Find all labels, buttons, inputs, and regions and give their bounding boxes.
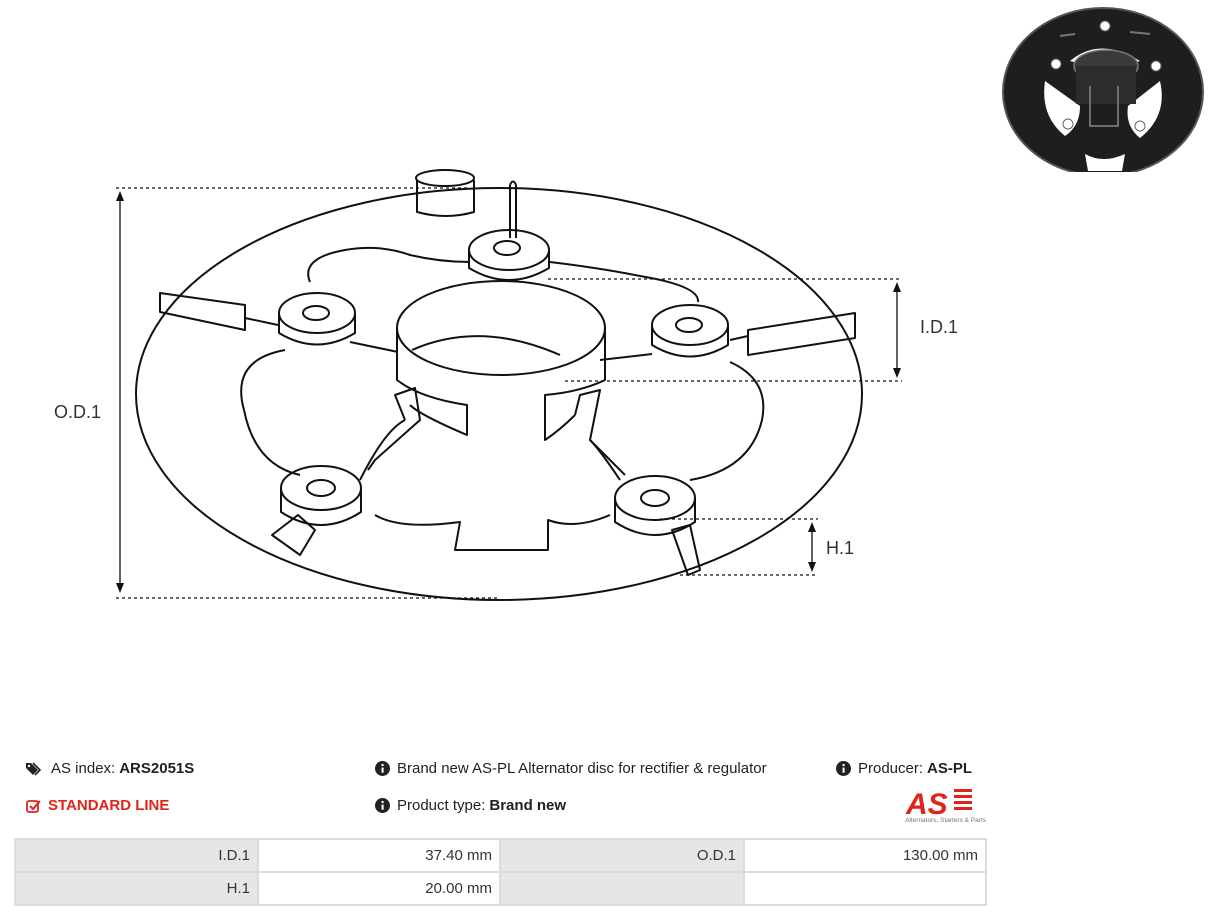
boss-top (468, 229, 550, 281)
product-type-label: Product type: (397, 797, 486, 814)
upper-web (307, 246, 699, 303)
lower-web (374, 514, 611, 551)
product-type-value: Brand new (489, 797, 567, 814)
producer-row: Producer: AS-PL (836, 760, 972, 777)
boss-lower-left (280, 465, 362, 526)
description-row: Brand new AS-PL Alternator disc for rect… (375, 760, 767, 777)
technical-drawing: O.D.1 I.D.1 H.1 (54, 169, 958, 601)
disc-outline (135, 187, 863, 601)
standard-line-row: STANDARD LINE (26, 797, 169, 814)
product-photo (1002, 7, 1204, 172)
spec-value (743, 871, 987, 906)
logo-tagline: Alternators, Starters & Parts (905, 817, 986, 824)
spec-label: I.D.1 (14, 838, 259, 873)
spec-value: 130.00 mm (743, 838, 987, 873)
product-description: Brand new AS-PL Alternator disc for rect… (397, 760, 767, 777)
spec-label: O.D.1 (499, 838, 745, 873)
spec-value: 37.40 mm (257, 838, 501, 873)
product-type-row: Product type: Brand new (375, 797, 566, 814)
spec-label: H.1 (14, 871, 259, 906)
check-square-icon (26, 799, 41, 813)
table-row: I.D.1 37.40 mm O.D.1 130.00 mm (14, 838, 987, 873)
boss-right (651, 304, 729, 358)
producer-value: AS-PL (927, 760, 973, 777)
top-tab (416, 180, 475, 217)
as-index-row: AS index: ARS2051S (26, 760, 194, 777)
producer-label: Producer: (858, 760, 924, 777)
as-index-label: AS index: (51, 760, 116, 777)
spec-value: 20.00 mm (257, 871, 501, 906)
as-index-value: ARS2051S (119, 760, 195, 777)
info-circle-icon (836, 761, 851, 776)
as-pl-logo: AS (905, 788, 972, 821)
od-dimension-label: O.D.1 (54, 402, 101, 422)
boss-lower-right (614, 475, 696, 536)
tags-icon (26, 761, 44, 776)
specs-table: I.D.1 37.40 mm O.D.1 130.00 mm H.1 20.00… (14, 838, 987, 906)
table-row: H.1 20.00 mm (14, 871, 987, 906)
boss-left (278, 292, 356, 346)
right-lobe (589, 361, 765, 481)
spec-label (499, 871, 745, 906)
hub-top (396, 280, 606, 376)
id-dimension-label: I.D.1 (920, 317, 958, 337)
standard-line-label: STANDARD LINE (48, 797, 170, 814)
left-lobe (240, 349, 406, 481)
svg-text:AS: AS (905, 788, 948, 821)
info-circle-icon (375, 798, 390, 813)
info-circle-icon (375, 761, 390, 776)
h-dimension-label: H.1 (826, 538, 854, 558)
